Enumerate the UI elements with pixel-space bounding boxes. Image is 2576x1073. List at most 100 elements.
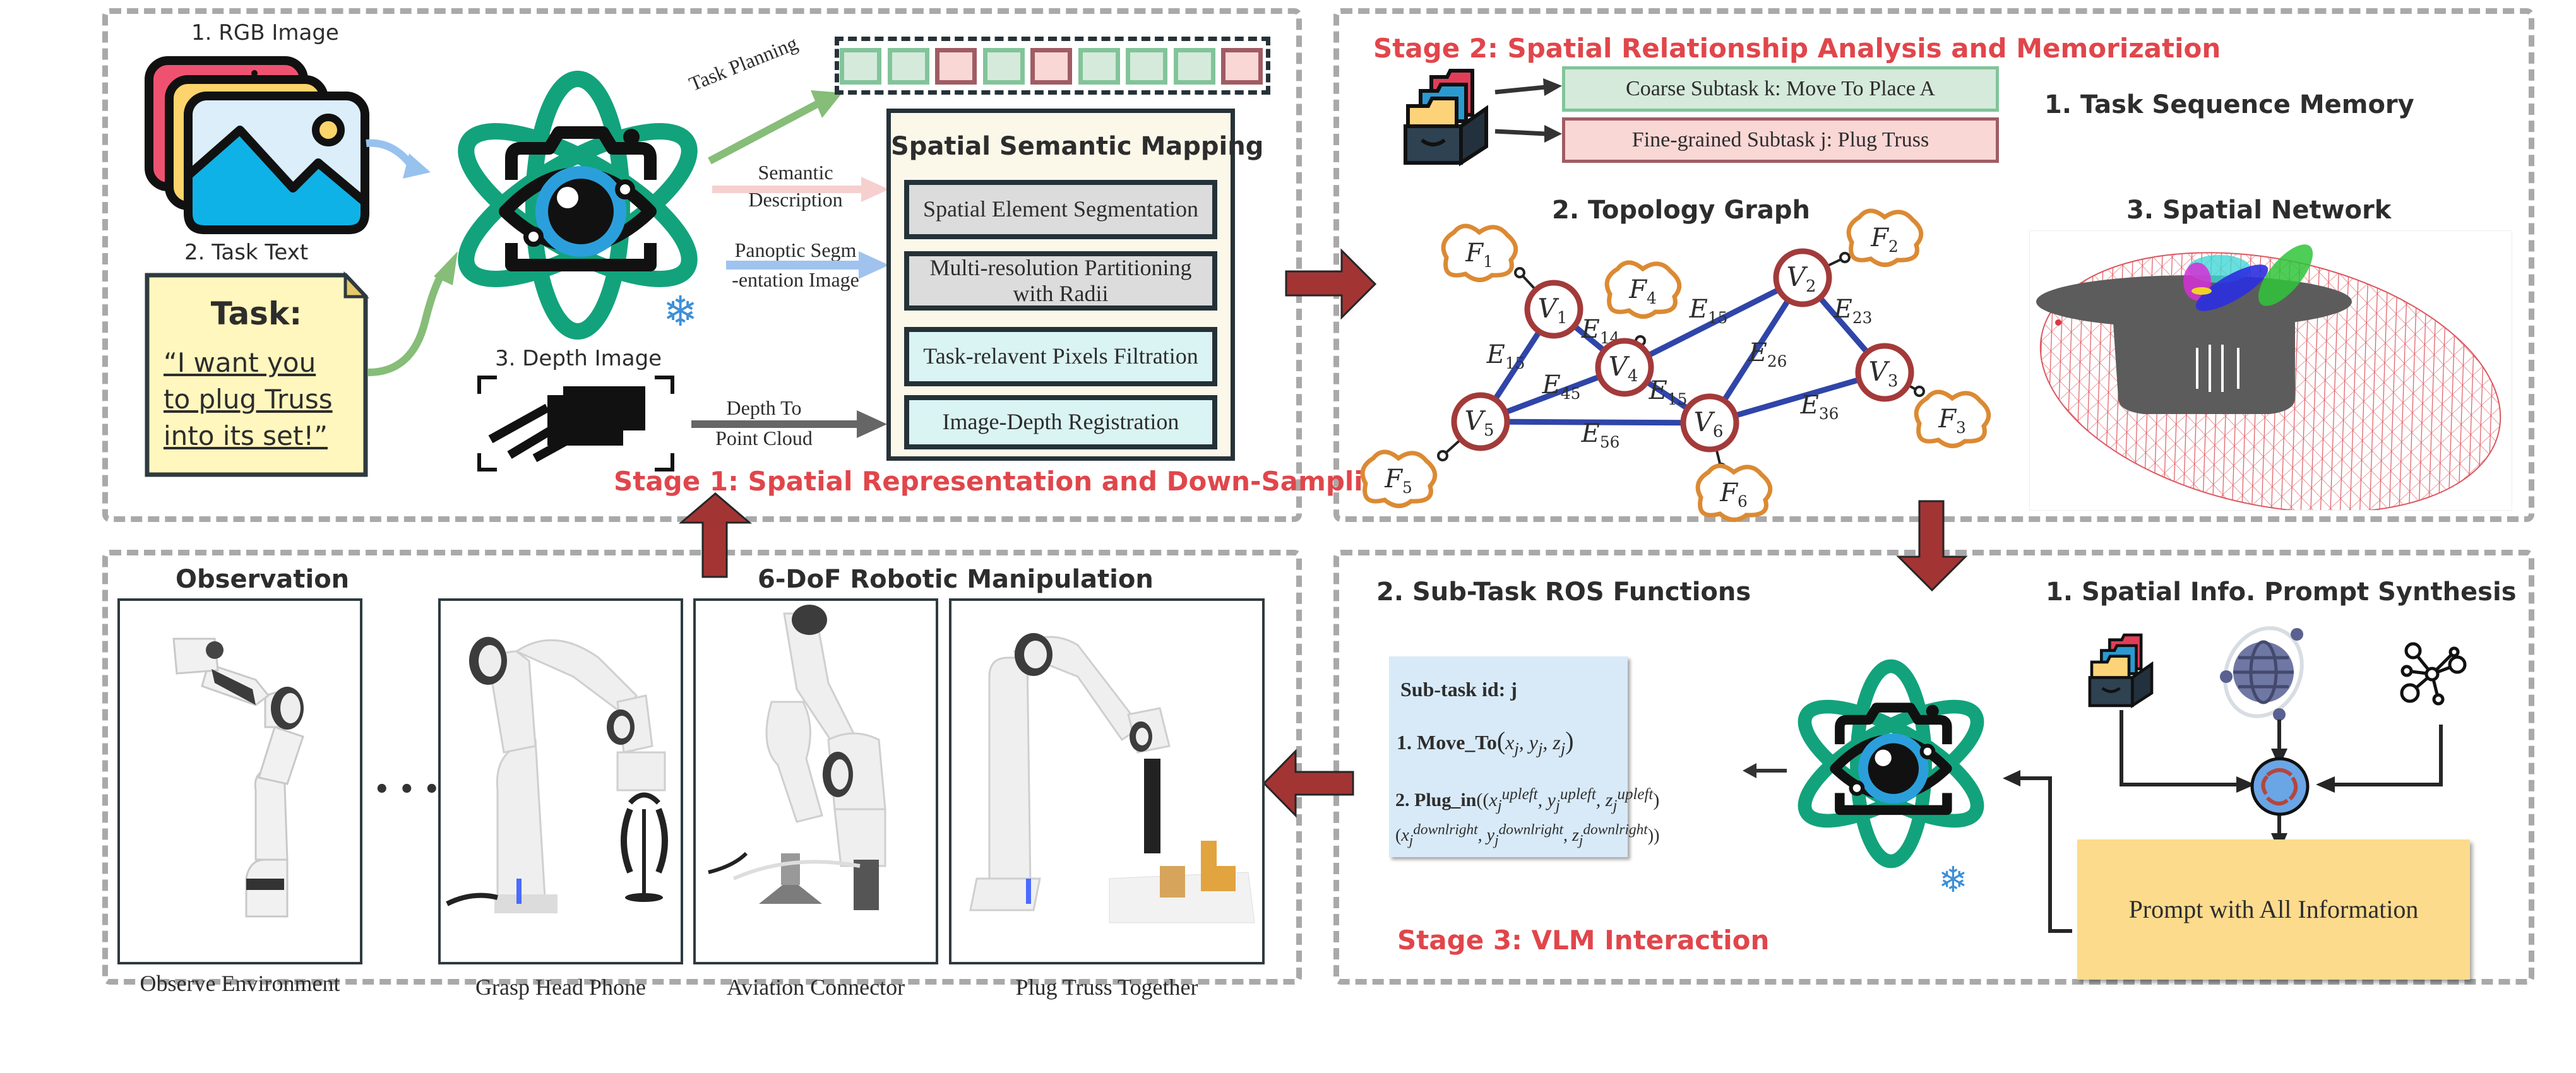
feature-pin — [1839, 252, 1851, 263]
topology-network-icon — [2400, 642, 2467, 706]
memory-drawer-icon-prompt — [2088, 633, 2154, 709]
task-sequence-square-fine — [1030, 48, 1072, 85]
ssm-row-partitioning: Multi-resolution Partitioning with Radii — [904, 251, 1217, 311]
stage2-title: Stage 2: Spatial Relationship Analysis a… — [1373, 33, 2221, 64]
plug-in-function: 2. Plug_in((xjupleft, yjupleft, zjupleft… — [1395, 786, 1660, 814]
vlm-camera-logo-stage3 — [1798, 659, 1984, 868]
plug-in-function-line2: (xjdownlright, yjdownlright, zjdownlrigh… — [1395, 822, 1660, 849]
panoptic-label-2: -entation Image — [732, 268, 859, 291]
ssm-title: Spatial Semantic Mapping — [891, 132, 1264, 161]
graph-node-label: V6 — [1694, 406, 1724, 441]
ros-function-box: Sub-task id: j 1. Move_To(xj, yj, zj) 2.… — [1389, 656, 1659, 857]
memory-arrows — [1494, 78, 1562, 143]
task-line-2: to plug Truss — [164, 384, 333, 415]
task-note: Task: “I want you to plug Truss into its… — [145, 271, 369, 477]
ros-functions-title: 2. Sub-Task ROS Functions — [1376, 578, 1751, 607]
frozen-snowflake-icon-stage3: ❄ — [1938, 860, 1968, 901]
plug-in-name: 2. Plug_in — [1395, 790, 1477, 810]
graph-edge-label: E45 — [1542, 371, 1581, 403]
spatial-network-title: 3. Spatial Network — [2126, 196, 2392, 225]
graph-node-label: V4 — [1609, 351, 1638, 386]
task-sequence-square-coarse — [1173, 48, 1215, 85]
caption-truss: Plug Truss Together — [1015, 975, 1198, 1000]
semantic-description-label-1: Semantic — [758, 161, 833, 184]
observation-title: Observation — [176, 565, 350, 594]
move-to-function: 1. Move_To(xj, yj, zj) — [1397, 726, 1574, 758]
task-sequence-square-coarse — [1126, 48, 1167, 85]
task-sequence-strip — [835, 37, 1270, 95]
feature-label: F2 — [1870, 223, 1899, 256]
panoptic-arrow — [726, 251, 889, 279]
robot-photo-aviation — [693, 598, 938, 964]
rgb-image-icon — [145, 56, 369, 234]
task-heading: Task: — [210, 295, 302, 332]
feature-pin — [1514, 267, 1525, 278]
graph-node-label: V2 — [1787, 261, 1816, 296]
graph-node — [1855, 343, 1914, 402]
task-sequence-square-fine — [1221, 48, 1263, 85]
caption-aviation: Aviation Connector — [726, 975, 905, 1000]
graph-node — [1680, 393, 1739, 453]
task-sequence-square-coarse — [840, 48, 881, 85]
robot-photo-observe — [117, 598, 362, 964]
task-text-label: 2. Task Text — [184, 240, 309, 265]
ssm-row-filtration: Task-relavent Pixels Filtration — [904, 327, 1217, 386]
task-planning-arrow — [708, 90, 842, 165]
graph-edge-label: E15 — [1689, 295, 1728, 327]
depth-to-point-cloud-label-2: Point Cloud — [715, 427, 813, 449]
topology-graph-title: 2. Topology Graph — [1552, 196, 1811, 225]
robot-photo-truss — [949, 598, 1265, 964]
feature-label: F1 — [1465, 239, 1493, 271]
graph-edge-label: E36 — [1800, 391, 1839, 423]
graph-node-label: V5 — [1465, 405, 1494, 440]
graph-edge-label: E15 — [1486, 340, 1525, 372]
task-line-3: into its set!” — [164, 420, 328, 451]
graph-edge-label: E15 — [1649, 376, 1688, 408]
subtask-id: Sub-task id: j — [1400, 678, 1517, 701]
flow-arrow-stage3-to-manipulation — [1262, 749, 1354, 818]
feature-label: F3 — [1938, 405, 1966, 437]
rgb-image-label: 1. RGB Image — [191, 20, 339, 45]
feature-label: F5 — [1384, 465, 1412, 497]
ellipsis: • • • — [374, 775, 440, 804]
graph-edge — [1480, 418, 1710, 426]
prompt-box: Prompt with All Information — [2077, 839, 2470, 980]
feature-pin — [1914, 386, 1925, 397]
frozen-snowflake-icon: ❄ — [663, 287, 698, 336]
feature-cloud — [1441, 223, 1518, 282]
stage1-title: Stage 1: Spatial Representation and Down… — [614, 466, 1401, 497]
manipulation-title: 6-DoF Robotic Manipulation — [758, 565, 1154, 594]
caption-observe: Observe Environment — [140, 971, 340, 996]
ssm-row-segmentation: Spatial Element Segmentation — [904, 180, 1217, 239]
feature-pin — [1437, 450, 1448, 461]
task-sequence-square-coarse — [1078, 48, 1120, 85]
rgb-to-vlm-arrow — [366, 139, 431, 179]
task-sequence-square-coarse — [887, 48, 929, 85]
graph-node — [1773, 248, 1832, 307]
graph-node-label: V1 — [1538, 293, 1568, 328]
spatial-network-image — [2029, 230, 2512, 511]
vlm-to-ros-arrow — [1743, 763, 1787, 778]
vlm-camera-logo — [458, 71, 698, 340]
feature-cloud — [1695, 463, 1773, 522]
graph-edge-label: E56 — [1581, 419, 1620, 451]
fine-subtask-box: Fine-grained Subtask j: Plug Truss — [1562, 117, 1999, 163]
stage3-title: Stage 3: VLM Interaction — [1397, 925, 1770, 956]
ssm-row-registration: Image-Depth Registration — [904, 395, 1217, 449]
task-sequence-square-coarse — [982, 48, 1025, 85]
graph-edge-label: E23 — [1834, 295, 1873, 327]
prompt-synthesis-title: 1. Spatial Info. Prompt Synthesis — [2046, 578, 2517, 607]
feature-cloud — [1914, 389, 1991, 448]
memory-drawer-icon — [1404, 69, 1488, 167]
depth-image-icon — [477, 376, 674, 471]
feature-cloud — [1846, 208, 1924, 267]
robot-photo-headphone — [438, 598, 683, 964]
flow-arrow-manipulation-to-stage1 — [678, 492, 753, 578]
depth-image-label: 3. Depth Image — [495, 346, 662, 371]
feature-label: F4 — [1628, 275, 1657, 307]
graph-node — [1595, 338, 1654, 397]
graph-edge — [1623, 275, 1804, 371]
flow-arrow-stage2-to-stage3 — [1896, 500, 1968, 592]
